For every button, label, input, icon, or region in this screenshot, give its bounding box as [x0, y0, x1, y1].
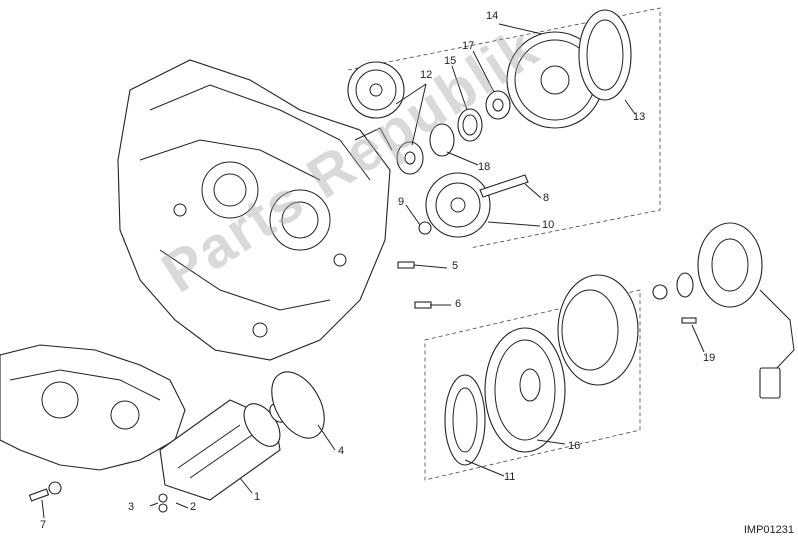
- engine-crankcase: [117, 59, 393, 361]
- upper-assembly-frame: [347, 7, 661, 249]
- gear-shaft-8: [479, 174, 529, 198]
- callout-11: 11: [504, 471, 516, 483]
- callout-4: 4: [338, 445, 345, 457]
- leader-lines: [41, 23, 705, 519]
- gasket-ring-13: [578, 9, 632, 101]
- callout-14: 14: [486, 10, 499, 22]
- bushing-17: [485, 90, 511, 120]
- callout-10: 10: [542, 219, 555, 231]
- callout-17: 17: [462, 40, 475, 52]
- starter-gasket: [271, 371, 325, 439]
- lower-crankcase-section: [0, 344, 186, 471]
- callout-3: 3: [128, 501, 135, 513]
- callout-13: 13: [633, 111, 646, 123]
- rotor: [557, 274, 639, 386]
- callout-18: 18: [478, 161, 491, 173]
- washer-9: [418, 221, 432, 235]
- thrust-washer-18: [429, 123, 455, 157]
- rotor-nut: [676, 272, 694, 298]
- screw-6: [414, 301, 432, 309]
- alternator-stator: [697, 222, 795, 399]
- flywheel-16: [484, 327, 566, 453]
- screw-19: [681, 317, 697, 324]
- callout-5: 5: [452, 260, 459, 272]
- screw-7: [28, 481, 62, 502]
- nut-2: [158, 503, 168, 513]
- callout-7: 7: [40, 519, 47, 531]
- screw-5: [397, 261, 415, 269]
- callout-16: 16: [568, 440, 581, 452]
- callout-2: 2: [190, 501, 197, 513]
- needle-bearing-15: [457, 108, 483, 142]
- reference-code: IMP01231: [743, 524, 794, 536]
- callout-6: 6: [455, 298, 462, 310]
- idler-gear-10: [425, 172, 491, 238]
- freewheel-11: [444, 374, 486, 466]
- callout-12: 12: [420, 69, 433, 81]
- rotor-washer: [652, 284, 668, 300]
- small-gear-12: [396, 141, 424, 175]
- callout-9: 9: [398, 196, 405, 208]
- intermediate-gear-12: [347, 61, 405, 119]
- callout-8: 8: [543, 192, 550, 204]
- callout-15: 15: [444, 55, 457, 67]
- washer-3: [158, 493, 168, 503]
- callout-1: 1: [254, 491, 261, 503]
- callout-19: 19: [703, 352, 716, 364]
